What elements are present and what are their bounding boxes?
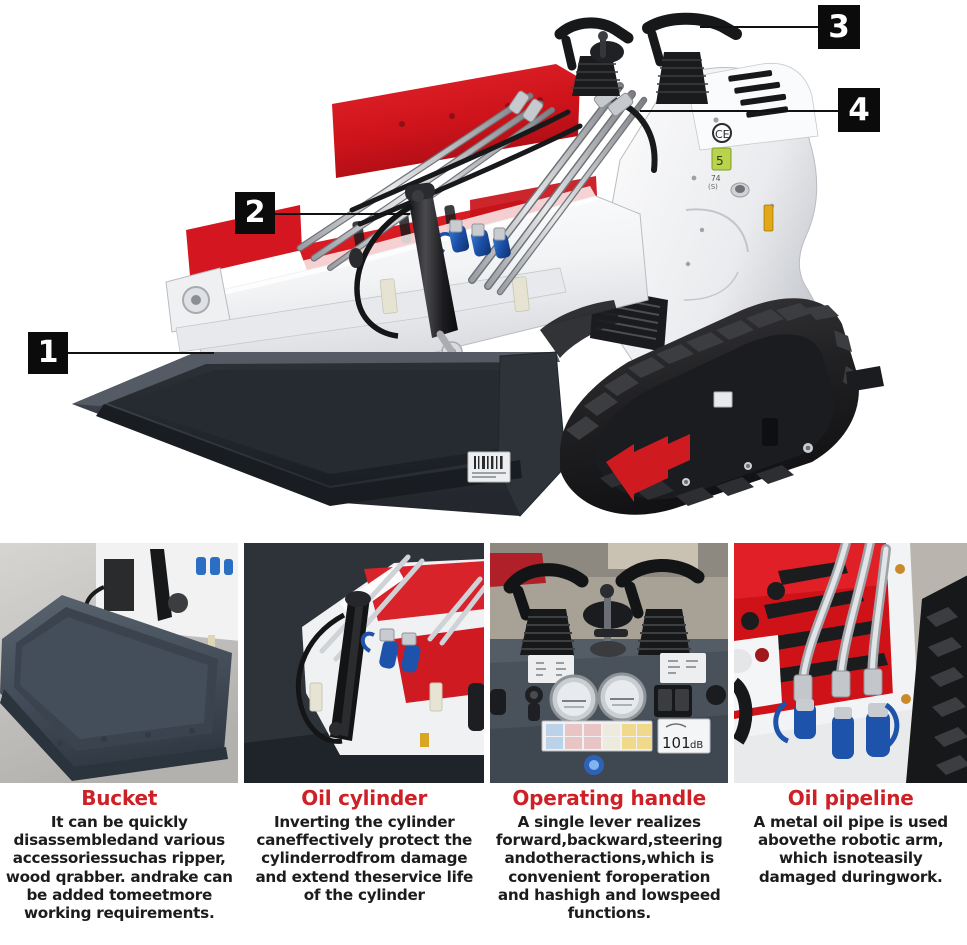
caption-operating-handle: Operating handle A single lever realizes…: [490, 787, 728, 945]
caption-title-bucket: Bucket: [81, 786, 158, 810]
callout-marker-4: 4: [838, 88, 880, 132]
caption-oil-cylinder: Oil cylinder Inverting the cylinder cane…: [244, 787, 483, 945]
loader-illustration: CE 5 74 (S): [72, 12, 884, 517]
callout-marker-3: 3: [818, 5, 860, 49]
oil-cylinder-photo: [244, 543, 484, 783]
svg-text:5: 5: [716, 154, 724, 168]
caption-body-operating-handle: A single lever realizes forward,backward…: [495, 813, 723, 923]
callout-number-2: 2: [244, 195, 266, 230]
throttle-lever: [582, 584, 633, 657]
caption-title-oil-cylinder: Oil cylinder: [301, 786, 428, 810]
track-bolts: [682, 443, 813, 486]
console-knob: [590, 31, 624, 63]
operating-handle-photo: 101 dB: [489, 543, 729, 783]
rubber-track: [560, 298, 884, 515]
bucket-label: [467, 451, 511, 483]
bucket-photo: [0, 543, 239, 783]
left-track-hint: [540, 300, 620, 358]
thumb-operating-handle: 101 dB: [489, 543, 729, 783]
caption-oil-pipeline: Oil pipeline A metal oil pipe is used ab…: [734, 787, 967, 945]
boot-left: [519, 609, 575, 655]
leader-line-3: [700, 26, 820, 28]
oil-cylinder: [349, 182, 458, 356]
svg-text:74: 74: [711, 174, 721, 183]
thumb-bucket: [0, 543, 239, 783]
detail-photo-strip: 101 dB: [0, 543, 967, 783]
operating-handle: [554, 12, 742, 104]
caption-title-oil-pipeline: Oil pipeline: [787, 786, 914, 810]
arrow-decal: [606, 434, 690, 502]
gauge-left: [549, 674, 599, 724]
caption-body-bucket: It can be quickly disassembledand variou…: [5, 813, 233, 923]
noise-decal: 101 dB: [657, 718, 711, 754]
caption-body-oil-cylinder: Inverting the cylinder caneffectively pr…: [255, 813, 474, 904]
bucket: [72, 351, 567, 517]
caption-title-operating-handle: Operating handle: [512, 786, 707, 810]
leader-line-4: [640, 110, 840, 112]
track-treads: [566, 303, 856, 440]
callout-number-1: 1: [37, 335, 59, 370]
thumb-oil-cylinder: [244, 543, 484, 783]
svg-text:CE: CE: [715, 128, 730, 141]
leader-line-1: [68, 352, 214, 354]
caption-row: Bucket It can be quickly disassembledand…: [0, 787, 967, 945]
svg-text:(S): (S): [708, 183, 718, 191]
leader-line-2: [275, 213, 410, 215]
thumb-oil-pipeline: [734, 543, 967, 783]
boot-right: [636, 609, 691, 655]
lever-boot-right: [656, 52, 709, 104]
hose-collars: [508, 84, 634, 123]
hero-product-photo: CE 5 74 (S): [28, 5, 884, 517]
ce-decal: CE: [712, 123, 732, 143]
callout-marker-1: 1: [28, 332, 68, 374]
callout-number-4: 4: [848, 91, 870, 128]
caption-bucket: Bucket It can be quickly disassembledand…: [0, 787, 238, 945]
caption-body-oil-pipeline: A metal oil pipe is used abovethe roboti…: [753, 813, 949, 886]
warning-decal-strip: [541, 720, 653, 752]
gauge-right: [597, 672, 647, 722]
callout-marker-2: 2: [235, 192, 275, 234]
callout-number-3: 3: [828, 8, 850, 45]
hood-vents: [728, 70, 789, 118]
svg-text:dB: dB: [690, 740, 703, 751]
oil-pipeline-photo: [734, 543, 967, 783]
rocker-switches: [653, 685, 692, 717]
svg-text:101: 101: [662, 734, 691, 752]
lever-boot-left: [572, 56, 622, 96]
blue-couplers: [773, 699, 900, 759]
